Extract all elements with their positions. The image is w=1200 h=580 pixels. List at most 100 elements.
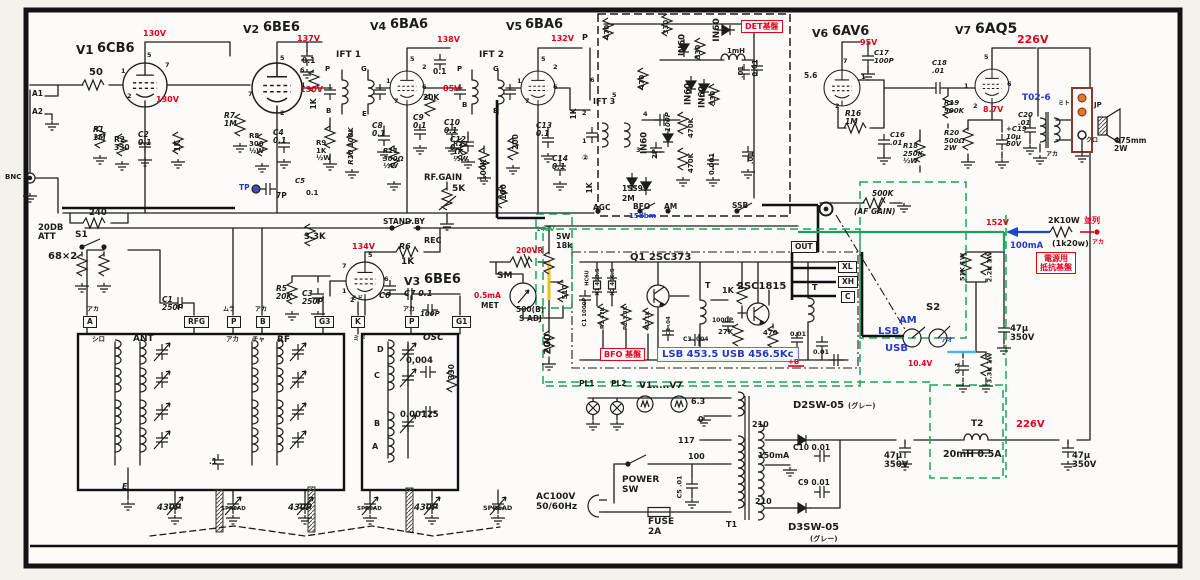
r7: R7 1M: [224, 111, 237, 129]
v7-plate-voltage: 226V: [1017, 33, 1049, 46]
ift1-b: B: [326, 107, 332, 115]
r1: R1 1M: [93, 125, 106, 143]
c19: +C19 10μ 50V: [1006, 125, 1027, 149]
v4-plate-voltage: 138V: [437, 35, 460, 44]
v5-pin5: 5: [541, 55, 546, 63]
x1: X1 453.5: [595, 268, 602, 296]
p-line: P: [582, 33, 588, 42]
wire-mura-p: ムラ: [223, 306, 235, 313]
sec-210-bot: 210: [755, 497, 772, 506]
wire-aka-rf: アカ: [226, 335, 239, 343]
ift3-pin3: 3: [636, 146, 641, 154]
r-330-det1: 330: [662, 19, 671, 35]
c-001-det: 0.01: [751, 59, 760, 77]
c20: C20 .01: [1018, 111, 1033, 127]
term-rfg: RFG: [184, 316, 210, 328]
term-a: A: [83, 316, 97, 328]
bfo-label: BFO: [633, 202, 651, 211]
d2-color: (グレー): [848, 402, 876, 410]
wire-aka-a: アカ: [87, 306, 100, 313]
meter-spec: 0.5mA: [474, 291, 501, 300]
v2-pin6: 6: [300, 66, 305, 74]
c1: C1 250P: [162, 295, 184, 313]
ift2-p: P: [457, 65, 463, 73]
v2-pin1: 1: [301, 81, 306, 89]
band-d: D: [377, 345, 384, 354]
wire-mido-opt: ミト: [1058, 100, 1071, 107]
tap-100: 100: [688, 452, 705, 461]
r-470k-2: 470K: [687, 152, 696, 174]
wire-cha: チャ: [252, 335, 265, 343]
c9-psu: C9 0.01: [798, 478, 830, 487]
v3-pin5: 5: [368, 251, 373, 259]
vr-200: 200VR: [516, 246, 544, 255]
c-100p-det: 100P: [664, 112, 673, 132]
t-coil-2: T: [812, 283, 818, 292]
c-000125: 0.00125: [400, 410, 439, 420]
v3-pin6: 6: [384, 275, 389, 283]
x-case: HC6U: [584, 270, 591, 286]
r18: R18 250K ½W: [903, 142, 924, 166]
bfo-level: 15dbm: [629, 212, 657, 220]
ift2-e: E: [493, 107, 498, 115]
d3-color: (グレー): [810, 535, 838, 543]
r20: R20 500Ω 2W: [944, 129, 965, 153]
r12: R12 1K ½W: [453, 140, 469, 164]
psu-board-label: 電源用 抵抗基盤: [1036, 252, 1076, 275]
v5-plate-voltage: 132V: [551, 34, 574, 43]
r-51k: 51K 1W: [958, 252, 967, 282]
heaters: V1.....V7: [639, 381, 683, 391]
c8: C8 0.1: [372, 121, 386, 139]
v7-name: V7: [955, 24, 972, 37]
c14: C14 0.1: [552, 154, 568, 172]
sec-150ma: 150mA: [758, 451, 790, 460]
wire-shiro: シロ: [92, 335, 105, 343]
r-22k: 2.2K 3W: [985, 251, 994, 283]
v4-pin5: 5: [410, 55, 415, 63]
v5-pin6: 6: [553, 83, 558, 91]
ift3-pin5: 5: [612, 91, 617, 99]
r-470k-1: 470K: [687, 117, 696, 139]
v7-pin6: 6: [1007, 80, 1012, 88]
s-adj-2: S ADJ: [519, 314, 542, 323]
c10: C10 0.1: [444, 118, 460, 136]
wire-aka-b: アカ: [255, 306, 268, 313]
ift2-g: G: [493, 65, 499, 73]
v2-plate-voltage: 137V: [297, 34, 320, 43]
v4-type: 6BA6: [390, 17, 429, 32]
c-01-det2: .01: [747, 151, 756, 165]
r-1k-det: 1K: [584, 182, 594, 194]
v1-pin5: 5: [147, 51, 152, 59]
wire-ao: アオ: [941, 337, 954, 344]
standby: STAND.BY: [383, 217, 425, 226]
v2-name: V2: [243, 23, 260, 36]
v4-name: V4: [370, 20, 387, 33]
v1-pin1: 1: [121, 67, 126, 75]
am-label: AM: [664, 202, 678, 211]
att-20db: 20DB ATT: [38, 223, 64, 243]
v7-pin2: 2: [973, 102, 978, 110]
r-33k-1w: 3.3K 1W: [985, 352, 994, 384]
q1: Q1 2SC373: [630, 252, 692, 263]
ant-section: ANT: [133, 334, 154, 344]
r-1k-v2: 1K: [308, 98, 318, 110]
t-coil-1: T: [705, 281, 711, 290]
term-out: OUT: [791, 241, 817, 253]
heater-63: 6.3: [691, 397, 706, 406]
sm-label: SM: [497, 271, 513, 281]
c4: C4 0.1: [273, 128, 287, 146]
r-5w18k: 5W 18k: [556, 232, 573, 250]
v5-pin7: 7: [525, 97, 530, 105]
wire-mido-osc: ミド: [353, 334, 366, 342]
c5-7p: 7P: [276, 191, 287, 200]
v2-pin5: 5: [280, 54, 285, 62]
ift3-pin1: 1: [582, 137, 587, 145]
v4-pin2: 2: [422, 63, 427, 71]
q2: 2SC1815: [737, 281, 787, 292]
wire-kuro-opt: クロ: [1086, 137, 1099, 144]
ift1-g: G: [361, 65, 367, 73]
d-in60-5: IN60: [639, 131, 650, 155]
v3-name: V3: [404, 275, 421, 288]
r2: R2 330: [114, 135, 130, 153]
